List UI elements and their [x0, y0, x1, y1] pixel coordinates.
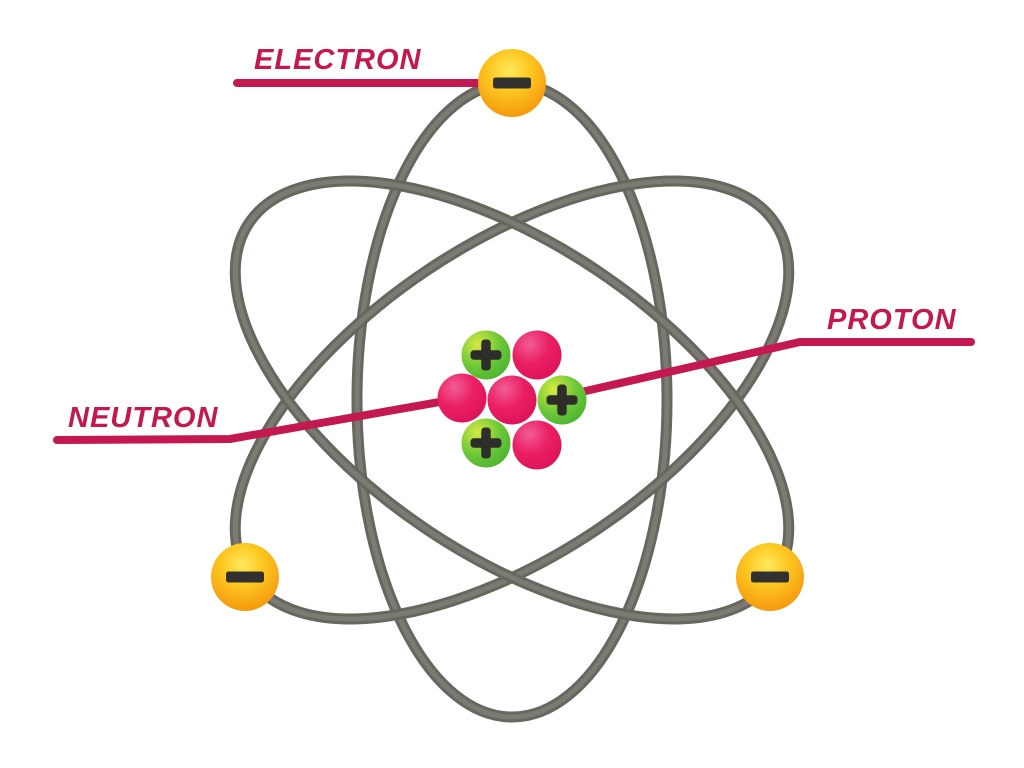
nucleus	[437, 330, 587, 470]
proton-particle	[537, 375, 587, 425]
minus-icon	[751, 571, 789, 583]
minus-icon	[226, 571, 264, 583]
proton-label: PROTON	[827, 304, 957, 336]
pointer-lines	[53, 79, 975, 444]
plus-icon	[470, 339, 502, 371]
proton-particle	[461, 418, 511, 468]
neutron-particle	[437, 373, 487, 423]
neutron-particle	[512, 330, 562, 380]
neutron-pointer-line	[53, 393, 472, 444]
electron-label: ELECTRON	[254, 44, 422, 76]
neutron-label: NEUTRON	[68, 402, 218, 434]
proton-pointer-line	[551, 338, 975, 402]
neutron-particle	[512, 420, 562, 470]
plus-icon	[546, 384, 578, 416]
proton-particle	[461, 330, 511, 380]
electron-particle	[211, 543, 279, 611]
plus-icon	[470, 427, 502, 459]
electrons	[211, 49, 804, 611]
neutron-particle	[487, 375, 537, 425]
minus-icon	[493, 77, 531, 89]
electron-particle	[736, 543, 804, 611]
electron-particle	[478, 49, 546, 117]
